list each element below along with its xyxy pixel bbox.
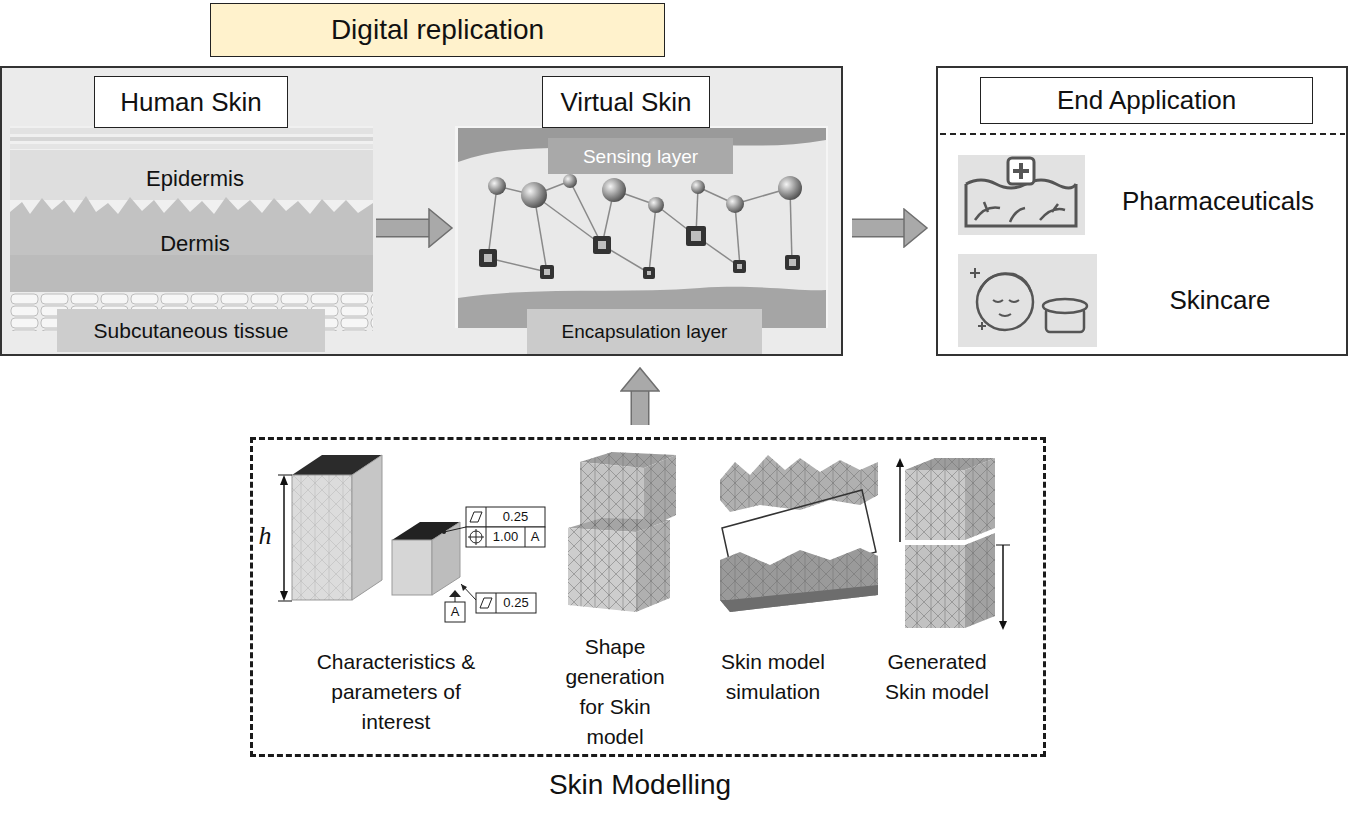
modelling-figures [468, 529, 484, 545]
modelling-figures [905, 458, 995, 540]
modelling-figures [432, 522, 460, 595]
modelling-figures [905, 533, 995, 628]
modelling-figures [461, 584, 467, 591]
application-name: Skincare [1130, 281, 1310, 319]
modelling-figures [480, 598, 492, 608]
heading-box: End Application [980, 77, 1313, 124]
block-arrow [852, 228, 905, 229]
arrow-outline [631, 390, 650, 425]
arrow-body [852, 220, 905, 236]
heading-box: Digital replication [210, 3, 665, 57]
modelling-figures [899, 460, 901, 542]
dimension-label: h [254, 520, 276, 550]
modelling-figures [580, 452, 676, 530]
modelling-figures [449, 590, 461, 597]
layer-tag: Encapsulation layer [527, 309, 762, 354]
modelling-figures [486, 527, 487, 547]
modelling-figures [720, 548, 878, 612]
modelling-figures [280, 591, 288, 601]
modelling-figures [720, 455, 878, 512]
modelling-figures [470, 512, 482, 522]
modelling-figures [896, 458, 904, 467]
modelling-figures [999, 621, 1007, 630]
tolerance-value: 0.25 [496, 593, 536, 613]
tolerance-value: 0.25 [486, 507, 545, 527]
modelling-figures [392, 540, 432, 595]
modelling-figures [455, 597, 456, 602]
modelling-figures [720, 585, 878, 612]
modelling-figures [278, 475, 292, 476]
modelling-figures [470, 531, 482, 543]
modelling-figures [580, 452, 676, 468]
step-caption: Shape generation for Skin model [560, 631, 670, 753]
modelling-figures [352, 455, 382, 600]
modelling-figures [580, 462, 644, 530]
datum-letter: A [445, 602, 465, 622]
modelling-figures [278, 601, 292, 602]
skin-figure-box: Subcutaneous tissue Human SkinEpidermisDe… [10, 76, 373, 356]
layer-name: Epidermis [125, 164, 265, 194]
modelling-figures [644, 455, 676, 530]
arrow-outline [852, 219, 905, 238]
layer-name: Sensing layer [548, 138, 733, 174]
modelling-figures [720, 455, 878, 512]
modelling-figures [283, 478, 285, 598]
panel-box: Subcutaneous tissue Human SkinEpidermisDe… [0, 66, 843, 356]
modelling-figures [996, 545, 1010, 546]
step-caption: Generated Skin model [872, 646, 1002, 708]
layer-tag: Subcutaneous tissue [57, 309, 325, 352]
arrow-body [632, 390, 648, 425]
dashed-group-box: Characteristics & parameters of interest… [250, 437, 1046, 757]
group-heading: Skin Modelling [520, 764, 760, 806]
application-name: Pharmaceuticals [1096, 182, 1340, 220]
panel-box: End ApplicationPharmaceuticalsSkincare [936, 66, 1348, 356]
modelling-figures [1002, 545, 1004, 628]
modelling-figures [292, 455, 382, 475]
modelling-figures [445, 602, 465, 622]
heading-box: Virtual Skin [542, 76, 710, 128]
modelling-figures [905, 470, 965, 540]
modelling-figures [905, 458, 995, 470]
modelling-figures [720, 548, 878, 612]
modelling-figures [965, 533, 995, 628]
modelling-figures [568, 528, 636, 612]
modelling-figures [496, 593, 497, 613]
modelling-figures [965, 458, 995, 540]
step-caption: Characteristics & parameters of interest [300, 646, 492, 738]
modelling-figures [278, 452, 1010, 630]
step-caption: Skin model simulation [703, 646, 843, 708]
heading-box: Human Skin [94, 76, 288, 128]
layer-name: Encapsulation layer [527, 309, 762, 354]
modelling-figures [392, 522, 460, 540]
modelling-figures [461, 584, 476, 600]
modelling-figures [568, 518, 670, 532]
block-arrow [640, 390, 641, 425]
tolerance-value: 1.00 [486, 527, 525, 547]
datum-letter: A [525, 527, 545, 547]
modelling-figures [292, 475, 352, 600]
modelling-figures [280, 475, 288, 485]
layer-tag: Sensing layer [548, 138, 733, 174]
modelling-figures [722, 490, 876, 592]
modelling-figures [568, 518, 670, 612]
layer-name: Subcutaneous tissue [57, 309, 325, 352]
modelling-figures [292, 475, 352, 600]
modelling-figures [476, 593, 536, 613]
modelling-figures [442, 530, 446, 534]
modelling-figures [905, 545, 965, 628]
modelling-figures [466, 527, 545, 547]
skin-figure-box: Sensing layerEncapsulation layerVirtual … [455, 76, 828, 338]
modelling-figures [525, 527, 526, 547]
modelling-figures [444, 527, 466, 532]
modelling-figures [636, 520, 670, 612]
layer-name: Dermis [135, 229, 255, 259]
modelling-figures [466, 507, 545, 527]
modelling-figures [486, 507, 487, 527]
